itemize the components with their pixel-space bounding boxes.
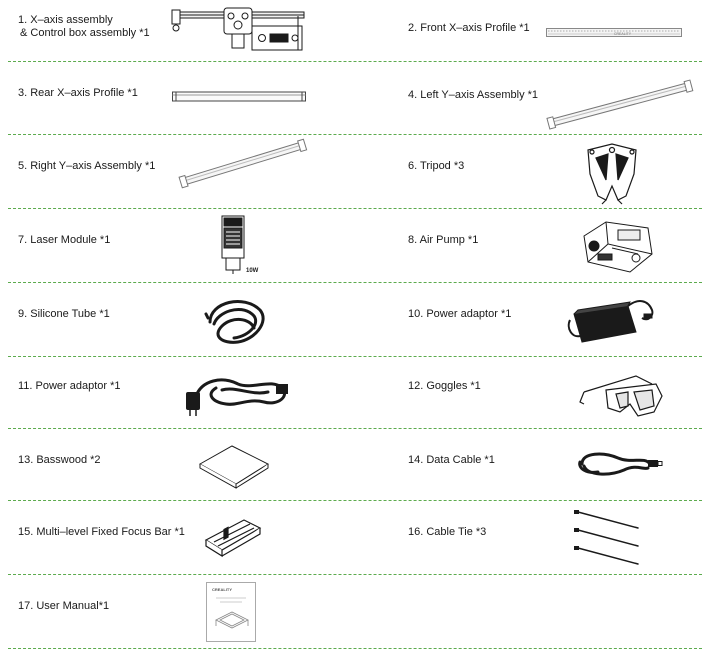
item-label: 9. Silicone Tube *1 <box>18 308 110 320</box>
row-divider <box>8 648 702 649</box>
front-x-axis-profile-icon: CREALITY <box>546 28 682 38</box>
item-label: 6. Tripod *3 <box>408 160 465 172</box>
item-label: 13. Basswood *2 <box>18 454 101 466</box>
item-16: 16. Cable Tie *3 <box>398 502 702 570</box>
item-1: 1. X–axis assembly & Control box assembl… <box>8 7 378 58</box>
row-divider <box>8 428 702 429</box>
row-1: 1. X–axis assembly & Control box assembl… <box>8 7 702 58</box>
item-17: 17. User Manual*1 CREALITY <box>8 576 378 646</box>
row-divider <box>8 574 702 575</box>
item-15: 15. Multi–level Fixed Focus Bar *1 <box>8 502 378 570</box>
row-divider <box>8 61 702 62</box>
row-divider <box>8 282 702 283</box>
data-cable-icon <box>574 446 664 482</box>
item-10: 10. Power adaptor *1 <box>398 284 702 354</box>
tripod-icon <box>584 140 640 205</box>
basswood-icon <box>196 442 272 492</box>
item-label: 8. Air Pump *1 <box>408 234 479 246</box>
item-8: 8. Air Pump *1 <box>398 210 702 280</box>
row-6: 11. Power adaptor *1 12. Goggles *1 <box>8 358 702 426</box>
power-badge: 10W <box>246 268 259 274</box>
row-9: 17. User Manual*1 CREALITY <box>8 576 702 646</box>
item-11: 11. Power adaptor *1 <box>8 358 378 426</box>
power-adaptor-brick-icon <box>567 292 658 346</box>
item-6: 6. Tripod *3 <box>398 136 702 206</box>
row-4: 7. Laser Module *1 10W <box>8 210 702 280</box>
item-label: 15. Multi–level Fixed Focus Bar *1 <box>18 526 185 538</box>
cable-tie-icon <box>574 510 644 568</box>
item-2: 2. Front X–axis Profile *1 CREALITY <box>398 8 702 58</box>
goggles-icon <box>576 362 666 420</box>
left-y-axis-icon <box>546 79 694 130</box>
item-13: 13. Basswood *2 <box>8 430 378 498</box>
item-label: 2. Front X–axis Profile *1 <box>408 22 530 34</box>
item-label: 7. Laser Module *1 <box>18 234 111 246</box>
item-label: 1. X–axis assembly & Control box assembl… <box>18 14 150 39</box>
item-9: 9. Silicone Tube *1 <box>8 284 378 354</box>
row-3: 5. Right Y–axis Assembly *1 6. Tripod *3 <box>8 136 702 206</box>
user-manual-icon: CREALITY <box>206 582 256 642</box>
item-label: 10. Power adaptor *1 <box>408 308 512 320</box>
item-label: 3. Rear X–axis Profile *1 <box>18 87 138 99</box>
item-5: 5. Right Y–axis Assembly *1 <box>8 136 378 206</box>
item-4: 4. Left Y–axis Assembly *1 <box>398 63 702 133</box>
row-7: 13. Basswood *2 14. Data Cable *1 <box>8 430 702 498</box>
power-cord-icon <box>182 366 292 416</box>
row-divider <box>8 134 702 135</box>
row-8: 15. Multi–level Fixed Focus Bar *1 16. C… <box>8 502 702 570</box>
x-axis-control-box-icon <box>170 7 310 56</box>
item-label: 5. Right Y–axis Assembly *1 <box>18 160 156 172</box>
item-12: 12. Goggles *1 <box>398 358 702 426</box>
item-3: 3. Rear X–axis Profile *1 <box>8 63 378 133</box>
row-5: 9. Silicone Tube *1 10. Power adaptor *1 <box>8 284 702 354</box>
row-divider <box>8 500 702 501</box>
silicone-tube-icon <box>204 288 270 350</box>
row-divider <box>8 208 702 209</box>
air-pump-icon <box>578 214 658 276</box>
item-label: 14. Data Cable *1 <box>408 454 495 466</box>
manual-brand: CREALITY <box>212 587 232 592</box>
row-divider <box>8 356 702 357</box>
right-y-axis-icon <box>178 138 308 189</box>
item-label: 16. Cable Tie *3 <box>408 526 487 538</box>
brand-mark: CREALITY <box>614 32 632 36</box>
rear-x-axis-profile-icon <box>172 91 306 103</box>
item-label: 4. Left Y–axis Assembly *1 <box>408 89 539 101</box>
focus-bar-icon <box>204 514 262 558</box>
item-label: 17. User Manual*1 <box>18 600 110 612</box>
item-label: 11. Power adaptor *1 <box>18 380 121 392</box>
laser-module-icon: 10W <box>218 214 266 276</box>
row-2: 3. Rear X–axis Profile *1 4. Left Y–axis… <box>8 63 702 133</box>
item-7: 7. Laser Module *1 10W <box>8 210 378 280</box>
item-14: 14. Data Cable *1 <box>398 430 702 498</box>
item-label: 12. Goggles *1 <box>408 380 481 392</box>
